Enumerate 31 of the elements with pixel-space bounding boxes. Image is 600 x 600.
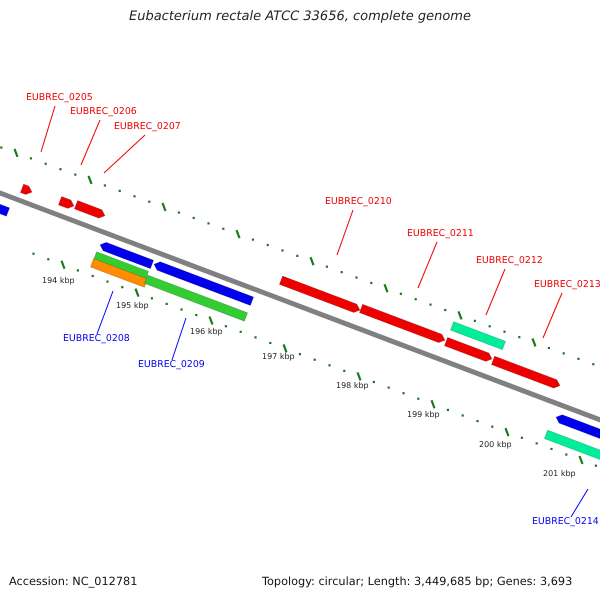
gene-label: EUBREC_0210 xyxy=(325,197,392,208)
leader-line xyxy=(104,134,146,174)
gene-label: EUBREC_0207 xyxy=(114,122,181,133)
gene-label: EUBREC_0208 xyxy=(63,334,130,345)
gene-label: EUBREC_0205 xyxy=(26,93,93,104)
leader-line xyxy=(40,106,56,152)
accession-text: Accession: NC_012781 xyxy=(9,575,138,588)
title: Eubacterium rectale ATCC 33656, complete genome xyxy=(128,10,472,25)
leader-line xyxy=(570,488,588,518)
gene-label: EUBREC_0209 xyxy=(138,360,205,371)
scale-label: 194 kbp xyxy=(42,276,75,286)
leader-line xyxy=(80,120,100,166)
genome-info-text: Topology: circular; Length: 3,449,685 bp; Genes: 3,693 xyxy=(262,575,572,588)
scale-label: 198 kbp xyxy=(336,381,369,390)
scale-label: 199 kbp xyxy=(407,410,440,420)
scale-label: 200 kbp xyxy=(479,440,512,450)
leader-line xyxy=(96,290,114,334)
scale-label: 196 kbp xyxy=(190,327,223,336)
scale-label: 197 kbp xyxy=(262,352,295,362)
gene-label: EUBREC_0213 xyxy=(534,280,600,291)
leader-line xyxy=(172,318,186,360)
gene-label: EUBREC_0214 xyxy=(532,517,599,528)
scale-label: 195 kbp xyxy=(116,301,149,310)
leader-line xyxy=(486,268,506,316)
gene-label: EUBREC_0211 xyxy=(407,229,474,240)
gene-label: EUBREC_0206 xyxy=(70,107,137,118)
leader-line xyxy=(542,292,562,338)
leader-line xyxy=(336,210,354,256)
leader-line xyxy=(418,242,438,288)
scale-label: 201 kbp xyxy=(543,469,576,478)
gene-label: EUBREC_0212 xyxy=(476,256,543,267)
